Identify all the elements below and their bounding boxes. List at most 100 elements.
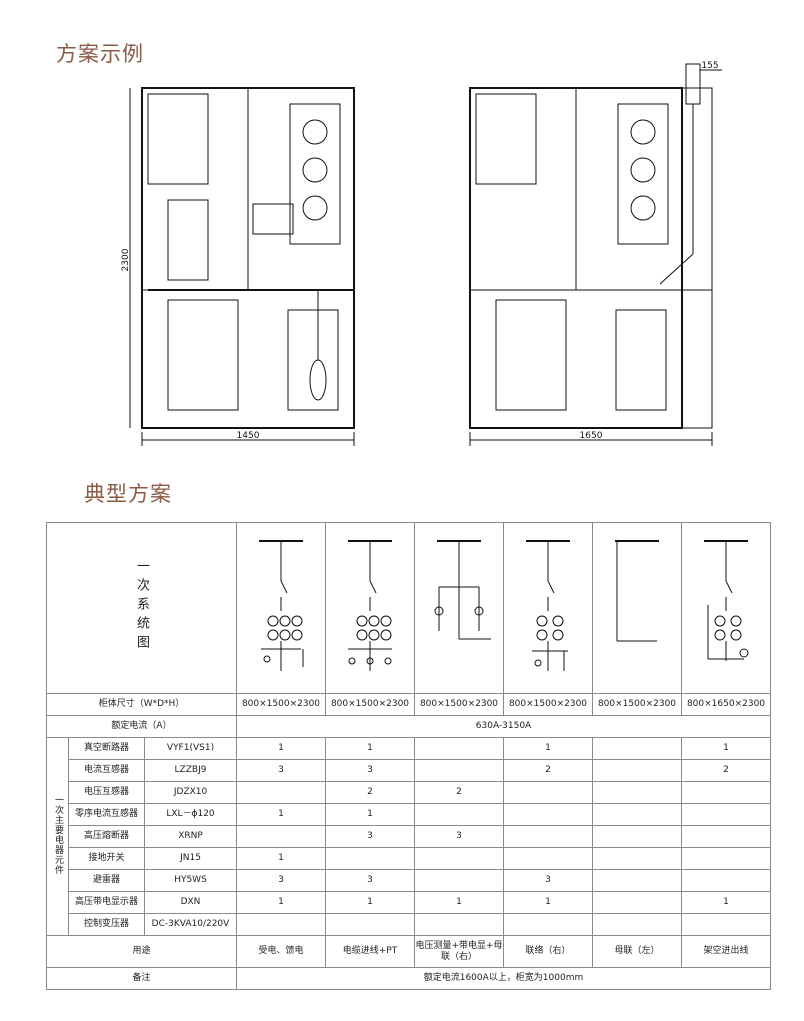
- component-qty: [681, 803, 771, 826]
- single-line-diagram-3: [434, 540, 491, 640]
- group-label: 一次主要电器元件: [53, 794, 63, 875]
- component-qty: [592, 825, 682, 848]
- size-value: 800×1500×2300: [414, 693, 504, 716]
- single-line-diagram-2: [348, 540, 392, 671]
- component-qty: 1: [236, 847, 326, 870]
- size-value: 800×1500×2300: [592, 693, 682, 716]
- component-qty: 2: [414, 781, 504, 804]
- component-name: 高压带电显示器: [68, 891, 145, 914]
- component-qty: 1: [681, 737, 771, 760]
- scheme-table: 一次系统图: [46, 522, 771, 990]
- usage-value: 电缆进线+PT: [325, 935, 415, 968]
- single-line-diagram-1: [259, 540, 304, 671]
- component-qty: 1: [325, 891, 415, 914]
- component-qty: [681, 847, 771, 870]
- component-qty: [592, 847, 682, 870]
- section-title-typical-scheme: 典型方案: [84, 482, 172, 506]
- diagram-cell-3: [414, 522, 504, 694]
- component-name: 零序电流互感器: [68, 803, 145, 826]
- component-qty: [325, 847, 415, 870]
- component-model: LZZBJ9: [144, 759, 237, 782]
- component-qty: [236, 781, 326, 804]
- component-qty: [592, 869, 682, 892]
- current-label: 额定电流（A）: [46, 715, 237, 738]
- component-qty: 1: [325, 803, 415, 826]
- usage-value: 电压测量+带电显+母联（右）: [414, 935, 504, 968]
- component-model: DC-3KVA10/220V: [144, 913, 237, 936]
- component-qty: 2: [503, 759, 593, 782]
- usage-value: 联络（右）: [503, 935, 593, 968]
- diagram-row-label: 一次系统图: [134, 558, 149, 654]
- component-qty: 3: [236, 869, 326, 892]
- component-qty: [236, 913, 326, 936]
- component-qty: [414, 869, 504, 892]
- single-line-diagram-6: [704, 540, 749, 661]
- component-qty: [503, 825, 593, 848]
- diagram-row-label-cell: 一次系统图: [46, 522, 237, 694]
- size-value: 800×1500×2300: [503, 693, 593, 716]
- component-qty: [592, 803, 682, 826]
- component-qty: [503, 781, 593, 804]
- component-qty: 3: [325, 825, 415, 848]
- component-qty: [592, 913, 682, 936]
- component-qty: [681, 825, 771, 848]
- usage-value: 受电、馈电: [236, 935, 326, 968]
- usage-label: 用途: [46, 935, 237, 968]
- note-label: 备注: [46, 967, 237, 990]
- diagram-cell-4: [503, 522, 593, 694]
- note-value: 额定电流1600A以上，柜宽为1000mm: [236, 967, 771, 990]
- component-qty: 1: [236, 803, 326, 826]
- cabinet-drawing-1650: 1650 155: [469, 61, 722, 446]
- component-qty: 1: [503, 737, 593, 760]
- component-qty: 1: [236, 891, 326, 914]
- component-model: JN15: [144, 847, 237, 870]
- component-qty: [592, 737, 682, 760]
- component-qty: [414, 759, 504, 782]
- component-qty: 2: [681, 759, 771, 782]
- usage-value: 母联（左）: [592, 935, 682, 968]
- component-qty: [325, 913, 415, 936]
- component-model: LXL－ϕ120: [144, 803, 237, 826]
- component-qty: 3: [414, 825, 504, 848]
- usage-value: 架空进出线: [681, 935, 771, 968]
- component-qty: 3: [503, 869, 593, 892]
- component-qty: 1: [681, 891, 771, 914]
- component-qty: [503, 803, 593, 826]
- component-qty: 3: [325, 759, 415, 782]
- section-title-scheme-example: 方案示例: [56, 42, 144, 66]
- cabinet-drawing-1450: 1450 2300: [121, 87, 355, 446]
- size-label: 柜体尺寸（W*D*H）: [46, 693, 237, 716]
- component-qty: [681, 781, 771, 804]
- width-dimension-1650: 1650: [580, 431, 603, 441]
- component-qty: 2: [325, 781, 415, 804]
- height-dimension-2300: 2300: [121, 248, 131, 271]
- size-value: 800×1500×2300: [325, 693, 415, 716]
- component-name: 真空断路器: [68, 737, 145, 760]
- component-qty: [503, 847, 593, 870]
- component-qty: [236, 825, 326, 848]
- diagram-cell-2: [325, 522, 415, 694]
- single-line-diagram-5: [615, 540, 659, 642]
- width-dimension-1450: 1450: [237, 431, 260, 441]
- component-name: 控制变压器: [68, 913, 145, 936]
- group-label-cell: 一次主要电器元件: [46, 737, 69, 936]
- diagram-cell-1: [236, 522, 326, 694]
- component-model: DXN: [144, 891, 237, 914]
- component-name: 高压熔断器: [68, 825, 145, 848]
- component-name: 电压互感器: [68, 781, 145, 804]
- component-name: 电流互感器: [68, 759, 145, 782]
- component-qty: 3: [236, 759, 326, 782]
- component-qty: 1: [236, 737, 326, 760]
- component-qty: [414, 847, 504, 870]
- component-qty: [681, 913, 771, 936]
- component-name: 接地开关: [68, 847, 145, 870]
- component-qty: [414, 913, 504, 936]
- size-value: 800×1650×2300: [681, 693, 771, 716]
- top-dimension-155: 155: [701, 61, 718, 71]
- diagram-cell-6: [681, 522, 771, 694]
- component-model: VYF1(VS1): [144, 737, 237, 760]
- component-qty: [681, 869, 771, 892]
- component-qty: 1: [414, 891, 504, 914]
- component-qty: 1: [325, 737, 415, 760]
- single-line-diagram-4: [526, 540, 570, 671]
